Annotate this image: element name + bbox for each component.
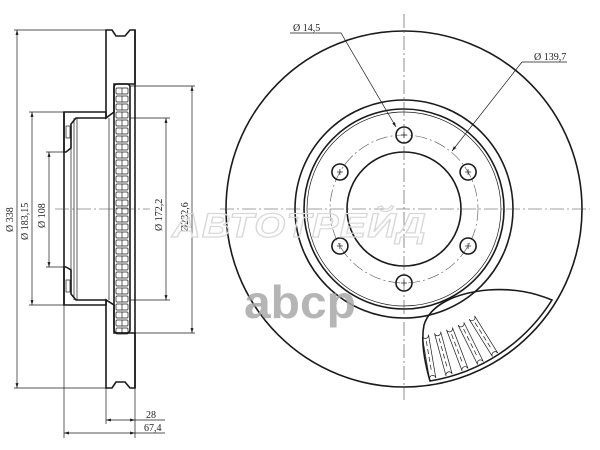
vent-cutaway [422,288,554,382]
dim-center-bore: Ø 108 [37,203,48,228]
watermark-avtotreid: АВТОТРЕЙД [171,206,427,245]
dim-inner-friction-diameter: Ø 172,2 [154,199,165,231]
side-section-view [55,29,150,389]
dim-total-height: 67,4 [144,423,162,434]
dim-bolt-hole-diameter: Ø 14,5 [293,23,320,34]
side-view-dimensions: Ø 338 Ø 183,15 Ø 108 Ø 172,2 Ø232,6 28 6… [5,29,195,438]
dim-hat-diameter: Ø 183,15 [20,203,31,240]
front-view-dimensions: Ø 14,5 Ø 139,7 [290,23,567,152]
dim-thickness: 28 [146,410,156,421]
vent-fins [115,87,129,335]
dim-vent-outer-diameter: Ø232,6 [180,202,191,232]
dim-bolt-circle-diameter: Ø 139,7 [534,52,566,63]
bolt-hole-icon [459,163,477,181]
dim-outer-diameter: Ø 338 [5,207,16,232]
watermark-abcp: abcp [244,276,356,328]
bolt-hole-icon [331,237,349,255]
bolt-hole-icon [459,237,477,255]
bolt-hole-icon [331,163,349,181]
